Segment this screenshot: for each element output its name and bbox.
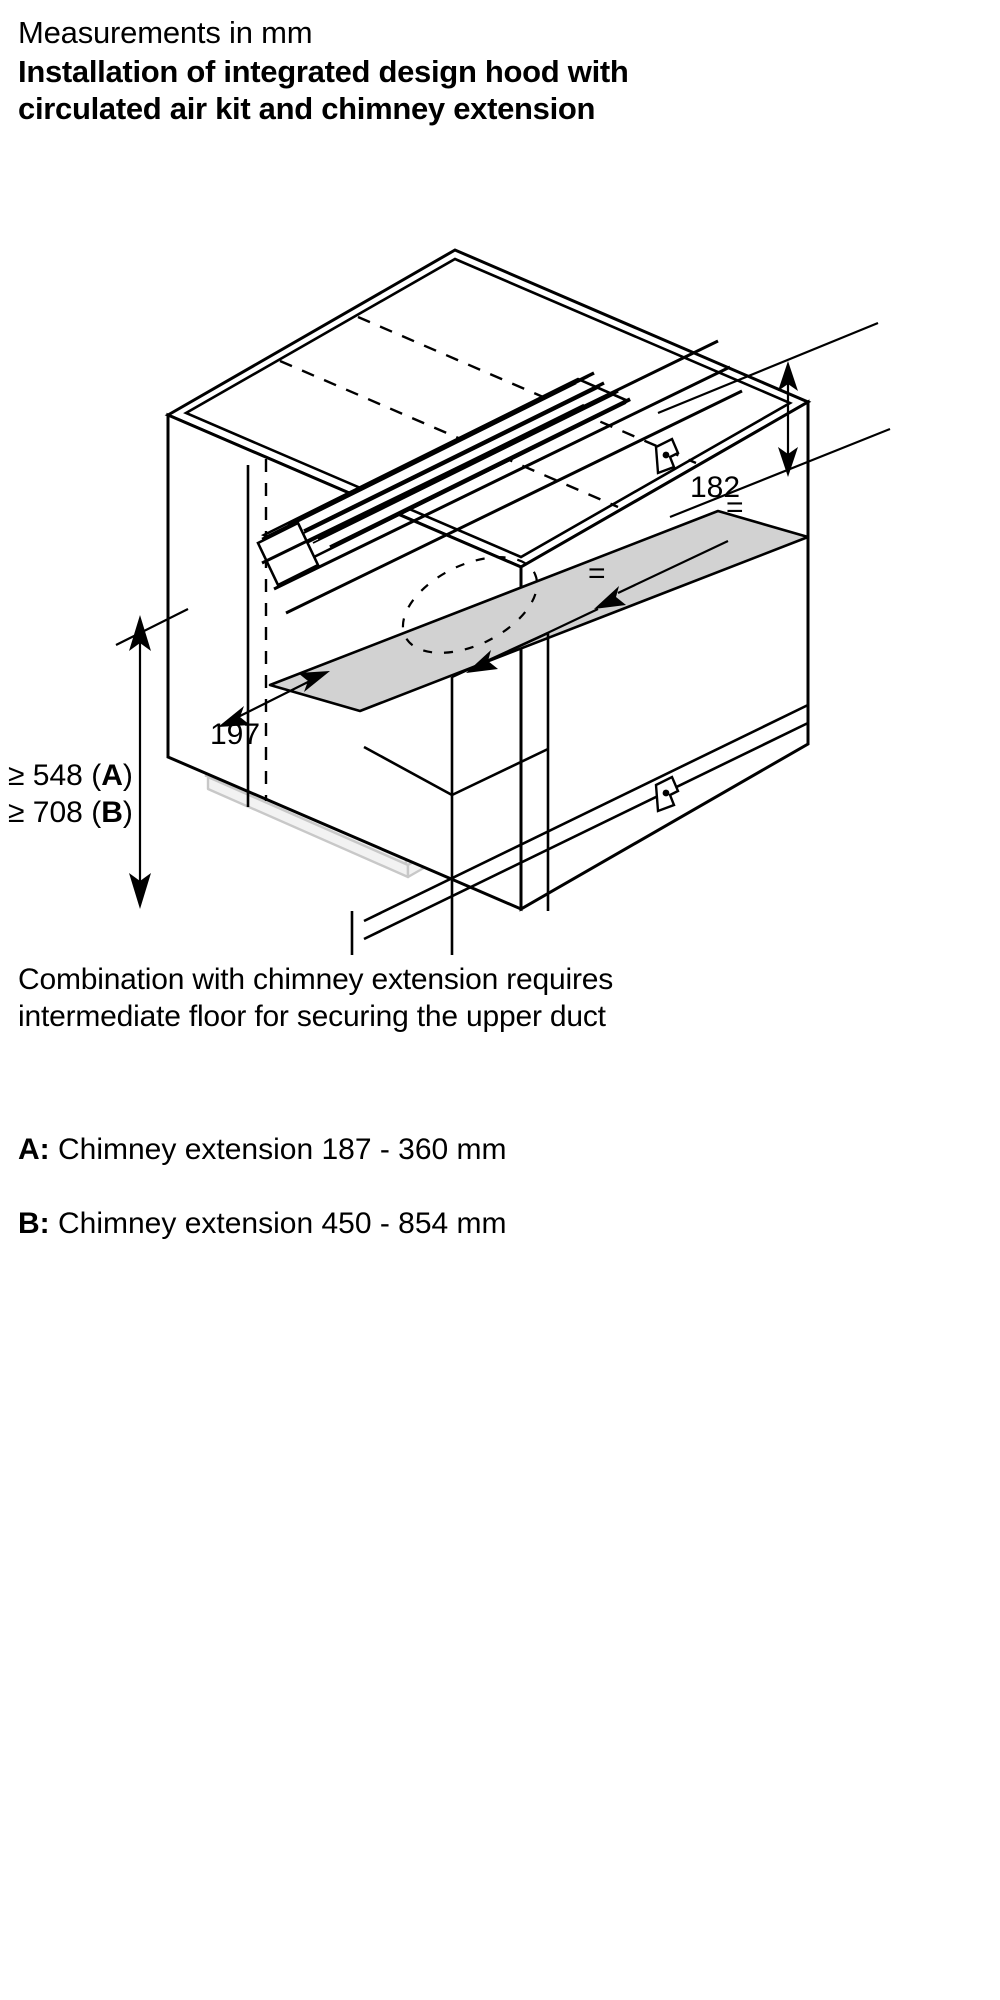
dimension-197 <box>229 676 319 722</box>
equal-spacing-leaders <box>479 540 729 666</box>
equal-mark-lower: = <box>588 557 606 590</box>
filter-housing-left-end <box>256 521 320 587</box>
interior-duct-box <box>363 631 550 955</box>
page-title-line-1: Installation of integrated design hood w… <box>18 54 629 89</box>
legend-item-b: B: Chimney extension 450 - 854 mm <box>18 1205 982 1243</box>
header: Measurements in mm Installation of integ… <box>18 0 982 127</box>
dimension-182 <box>657 321 891 519</box>
dimension-label-heights: ≥ 548 (A) ≥ 708 (B) <box>8 757 133 831</box>
equal-mark-upper: = <box>726 491 744 524</box>
height-b-key: B <box>101 796 123 829</box>
hood-installation-isometric-svg: = = <box>115 248 891 955</box>
duct-rail <box>261 339 743 615</box>
dimension-label-height-b: ≥ 708 (B) <box>8 794 133 831</box>
height-a-value: ≥ 548 ( <box>8 759 102 792</box>
legend-text-b: Chimney extension 450 - 854 mm <box>49 1207 507 1240</box>
page-title: Installation of integrated design hood w… <box>18 53 982 127</box>
mounting-bracket-lower <box>654 775 680 813</box>
dimension-label-197: 197 <box>210 718 261 751</box>
dimension-label-height-a: ≥ 548 (A) <box>8 757 133 794</box>
legend-key-b: B: <box>18 1207 50 1240</box>
equal-spacing-arrowheads <box>466 586 626 673</box>
diagram-caption-line-1: Combination with chimney extension requi… <box>18 963 614 996</box>
dimension-label-182: 182 <box>690 471 741 504</box>
circulated-air-panel <box>268 509 810 713</box>
technical-drawing: = = 182 197 ≥ 548 (A) ≥ 708 (B) <box>8 165 982 955</box>
legend-item-a: A: Chimney extension 187 - 360 mm <box>18 1131 982 1169</box>
page-title-line-2: circulated air kit and chimney extension <box>18 91 596 126</box>
height-a-close: ) <box>122 759 133 792</box>
dimension-197-arrowheads <box>218 671 330 727</box>
dimension-182-arrowheads <box>778 361 798 477</box>
legend-key-a: A: <box>18 1133 50 1166</box>
units-note: Measurements in mm <box>18 15 313 50</box>
height-b-value: ≥ 708 ( <box>8 796 102 829</box>
diagram-caption-line-2: intermediate floor for securing the uppe… <box>18 1000 606 1033</box>
height-b-close: ) <box>122 796 133 829</box>
filter-louvers <box>293 371 631 549</box>
diagram-caption: Combination with chimney extension requi… <box>18 961 982 1035</box>
dimension-overall-height <box>115 608 189 889</box>
bottom-shelf <box>350 703 809 955</box>
air-outlet-detail <box>401 556 539 654</box>
legend-text-a: Chimney extension 187 - 360 mm <box>49 1133 507 1166</box>
mounting-bracket-upper <box>654 437 680 475</box>
dimension-overall-height-arrowheads <box>129 615 151 909</box>
legend: A: Chimney extension 187 - 360 mm B: Chi… <box>18 1131 982 1243</box>
height-a-key: A <box>101 759 123 792</box>
